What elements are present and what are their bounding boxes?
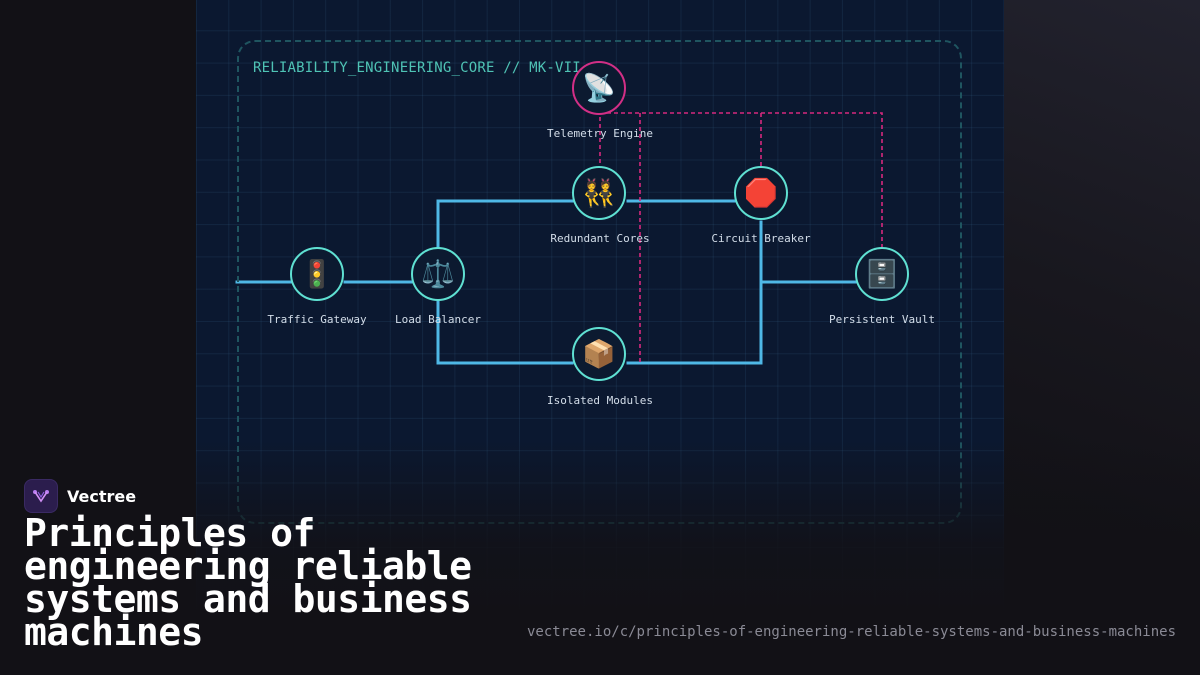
package-icon: 📦 (582, 338, 616, 370)
balance-scale-icon: ⚖️ (421, 258, 455, 290)
node-persistent-vault: 🗄️ (855, 247, 909, 301)
edge-load-balancer-redundant-cores (436, 199, 574, 249)
node-circuit-breaker: 🛑 (734, 166, 788, 220)
twins-icon: 👯 (582, 177, 616, 209)
node-label-load-balancer: Load Balancer (394, 313, 482, 326)
brand-name: Vectree (67, 486, 137, 506)
vectree-logo-icon (24, 479, 58, 513)
node-telemetry-engine: 📡 (572, 61, 626, 115)
node-label-isolated-modules: Isolated Modules (547, 394, 653, 407)
page-title: Principles of engineering reliable syste… (24, 511, 472, 654)
satellite-antenna-icon: 📡 (582, 72, 616, 104)
edge-telemetry-bus (600, 112, 883, 247)
edge-isolated-modules-circuit-breaker (626, 220, 763, 365)
brand: Vectree (24, 479, 136, 513)
stop-sign-icon: 🛑 (744, 177, 778, 209)
node-label-traffic-gateway: Traffic Gateway (267, 313, 367, 326)
edge-load-balancer-isolated-modules (436, 300, 574, 365)
node-label-persistent-vault: Persistent Vault (829, 313, 935, 326)
file-cabinet-icon: 🗄️ (865, 258, 899, 290)
node-load-balancer: ⚖️ (411, 247, 465, 301)
diagram-title: RELIABILITY_ENGINEERING_CORE // MK-VII (253, 60, 581, 76)
node-label-telemetry-engine: Telemetry Engine (547, 127, 653, 140)
node-traffic-gateway: 🚦 (290, 247, 344, 301)
node-label-redundant-cores: Redundant Cores (550, 232, 650, 245)
page-url: vectree.io/c/principles-of-engineering-r… (526, 624, 1176, 640)
node-isolated-modules: 📦 (572, 327, 626, 381)
node-redundant-cores: 👯 (572, 166, 626, 220)
node-label-circuit-breaker: Circuit Breaker (711, 232, 811, 245)
traffic-light-icon: 🚦 (300, 258, 334, 290)
